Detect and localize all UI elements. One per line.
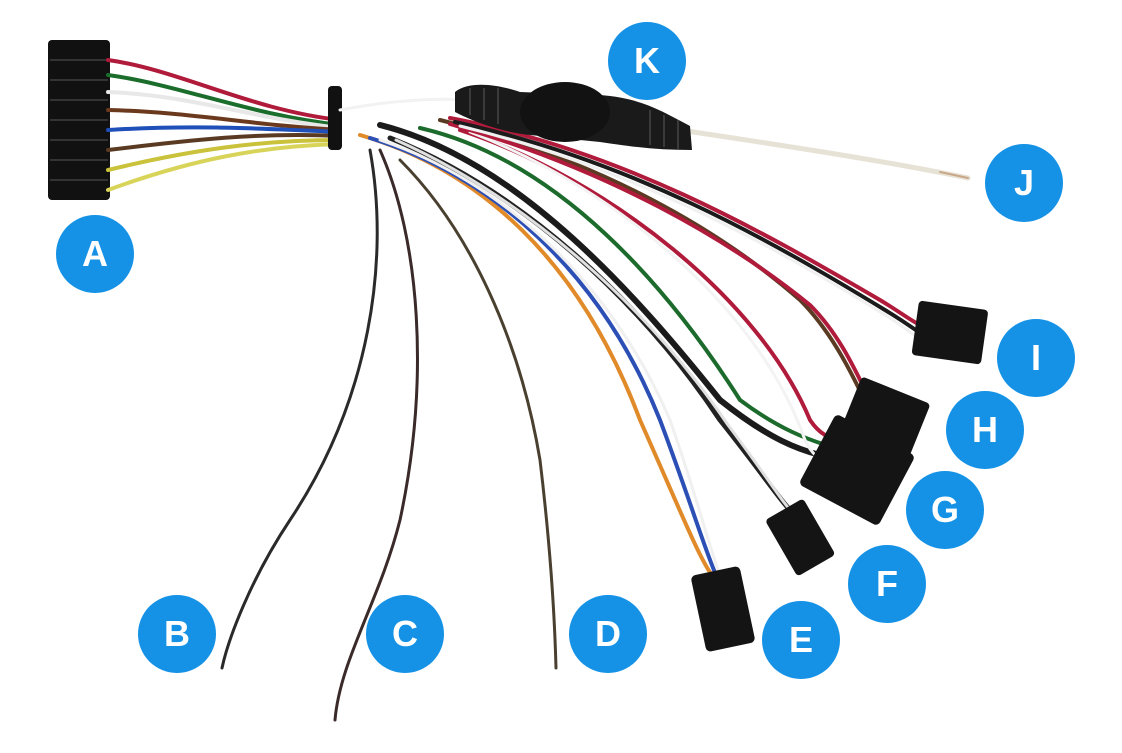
connector-f — [766, 499, 835, 576]
connector-e — [691, 566, 755, 652]
fuse-holder-k — [455, 82, 692, 150]
label-e: E — [762, 601, 840, 679]
label-d: D — [569, 595, 647, 673]
label-f: F — [848, 545, 926, 623]
label-c: C — [366, 595, 444, 673]
label-j: J — [985, 144, 1063, 222]
connector-h — [840, 377, 930, 459]
wires-to-i — [448, 116, 924, 344]
wires-to-h — [438, 118, 870, 398]
wires-to-e — [358, 133, 722, 577]
label-g: G — [906, 471, 984, 549]
connector-i — [911, 300, 988, 365]
loose-wires — [220, 148, 558, 722]
wire-bundle — [106, 58, 342, 192]
label-h: H — [946, 391, 1024, 469]
label-b: B — [138, 595, 216, 673]
label-k: K — [608, 22, 686, 100]
wires-to-f — [387, 135, 796, 516]
cable-tie — [328, 86, 342, 150]
label-i: I — [997, 319, 1075, 397]
wires-to-g — [377, 122, 840, 464]
label-a: A — [56, 215, 134, 293]
main-connector-a — [48, 40, 110, 200]
